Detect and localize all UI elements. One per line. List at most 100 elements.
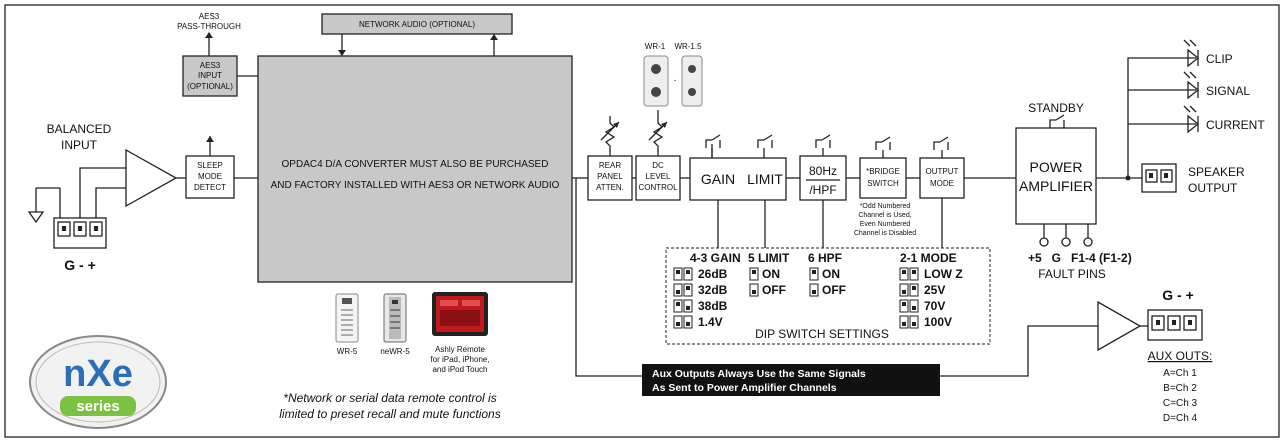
sleep-line3: DETECT: [194, 183, 226, 192]
logo-text: nXe: [63, 353, 133, 395]
dip-mode-3: 100V: [924, 315, 952, 329]
speaker-output-line2: OUTPUT: [1188, 181, 1238, 195]
dc-line3: CONTROL: [638, 183, 678, 192]
wr15-icon: [681, 55, 703, 107]
output-mode-line2: MODE: [930, 179, 954, 188]
dip-mode-switch-a-knob: [902, 322, 906, 326]
ashly-remote-line1: Ashly Remote: [435, 345, 485, 354]
rear-line1: REAR: [599, 161, 621, 170]
hpf-line1: 80Hz: [809, 164, 837, 178]
standby-switch-icon: [1049, 119, 1056, 128]
input-gmp-label: G - +: [64, 257, 96, 273]
dc-line2: LEVEL: [646, 172, 671, 181]
dip-hpf-title: 6 HPF: [808, 251, 842, 265]
aux-pin-dot-3: [1188, 320, 1192, 325]
input-pin-1: [57, 221, 71, 237]
wr5-remote-icon: [335, 293, 359, 343]
wr-separator: ·: [673, 75, 676, 86]
clip-led-icon: [1183, 39, 1200, 68]
frame: [4, 4, 1280, 438]
limit-switch-icon: [757, 139, 764, 148]
current-label: CURRENT: [1206, 118, 1265, 132]
power-amp-line2: AMPLIFIER: [1019, 178, 1093, 194]
dip-mode-switch-b-knob: [912, 322, 916, 326]
aux-pin-dot-1: [1156, 320, 1160, 325]
fault-pin-5v: [1039, 237, 1049, 247]
limit-label: LIMIT: [747, 171, 783, 187]
bridge-switch-blade: [881, 136, 891, 143]
current-led-icon: [1183, 105, 1200, 134]
dip-mode-switch-b-knob: [912, 306, 916, 310]
speaker-connector-icon: [1141, 163, 1177, 193]
input-pin-dot-3: [94, 226, 98, 231]
ground-icon: [27, 211, 45, 224]
limit-switch-blade: [763, 134, 773, 141]
aux-gmp-label: G - +: [1162, 287, 1194, 303]
sleep-control-arrow: [206, 136, 214, 142]
network-down-arrow: [338, 50, 346, 56]
sleep-line2: MODE: [198, 172, 222, 181]
newr5-remote-icon: [383, 293, 407, 343]
aux-banner: [642, 364, 940, 396]
rear-panel-box: [587, 155, 633, 201]
dip-gain-switch-b-knob: [686, 270, 690, 274]
input-pin-2: [73, 221, 87, 237]
bridge-line2: SWITCH: [867, 179, 899, 188]
aux-ch-b: B=Ch 2: [1163, 383, 1197, 394]
rear-line3: ATTEN.: [596, 183, 624, 192]
ashly-remote-line3: and iPod Touch: [432, 365, 487, 374]
dip-gain-switch-b-knob: [686, 286, 690, 290]
aes3-input-line3: (OPTIONAL): [187, 82, 233, 91]
wr15-knob-1: [688, 65, 696, 73]
dip-hpf-0: ON: [822, 267, 840, 281]
aes3-pass-arrow: [205, 32, 213, 38]
aes3-pass-line2: PASS-THROUGH: [177, 22, 241, 31]
input-amp-icon: [125, 148, 178, 208]
ipad-remote-icon: [432, 292, 488, 336]
rear-line2: PANEL: [597, 172, 623, 181]
dip-mode-switch-b-knob: [912, 270, 916, 274]
dip-limit-0: ON: [762, 267, 780, 281]
dip-gain-switch-a-knob: [676, 302, 680, 306]
hpf-switch-blade: [821, 134, 831, 141]
dip-mode-2: 70V: [924, 299, 945, 313]
aux-banner-line1: Aux Outputs Always Use the Same Signals: [652, 368, 866, 380]
dip-switch-panel: [665, 247, 991, 345]
dip-limit-title: 5 LIMIT: [748, 251, 790, 265]
output-mode-line1: OUTPUT: [926, 167, 959, 176]
bridge-line1: *BRIDGE: [866, 167, 900, 176]
dc-line1: DC: [652, 161, 664, 170]
fault-pin-f: [1083, 237, 1093, 247]
aux-signal-path: [575, 178, 1098, 377]
dip-limit-switch-knob: [752, 290, 756, 294]
newr5-label: neWR-5: [380, 347, 410, 356]
aes3-input-line1: AES3: [200, 61, 221, 70]
dip-gain-switch-a-knob: [676, 322, 680, 326]
converter-line1: OPDAC4 D/A CONVERTER MUST ALSO BE PURCHA…: [282, 159, 549, 170]
dip-mode-title: 2-1 MODE: [900, 251, 957, 265]
dip-mode-switch-a-knob: [902, 302, 906, 306]
converter-box: [257, 55, 573, 283]
balanced-input-line1: BALANCED: [47, 122, 112, 136]
hpf-line2: /HPF: [809, 183, 836, 197]
wr15-label: WR-1.5: [674, 42, 702, 51]
aux-ch-d: D=Ch 4: [1163, 413, 1198, 424]
output-mode-switch-icon: [933, 141, 940, 150]
dip-gain-switch-a-knob: [676, 290, 680, 294]
dip-mode-switch-b-knob: [912, 286, 916, 290]
bridge-note-1: *Odd Numbered: [860, 203, 911, 210]
aux-pin-dot-2: [1172, 320, 1176, 325]
speaker-output-line1: SPEAKER: [1188, 165, 1245, 179]
dip-switch-graphics: [673, 267, 919, 329]
bridge-note-4: Channel is Disabled: [854, 230, 916, 237]
output-mode-switch-blade: [939, 136, 949, 143]
hpf-switch-icon: [815, 139, 822, 148]
wr15-knob-2: [688, 88, 696, 96]
speaker-pin-2: [1160, 169, 1173, 183]
dip-limit-switch-knob: [752, 270, 756, 274]
input-pin-dot-1: [62, 226, 66, 231]
signal-label: SIGNAL: [1206, 84, 1250, 98]
balanced-input-line2: INPUT: [61, 138, 98, 152]
network-note-line2: limited to preset recall and mute functi…: [279, 407, 500, 421]
